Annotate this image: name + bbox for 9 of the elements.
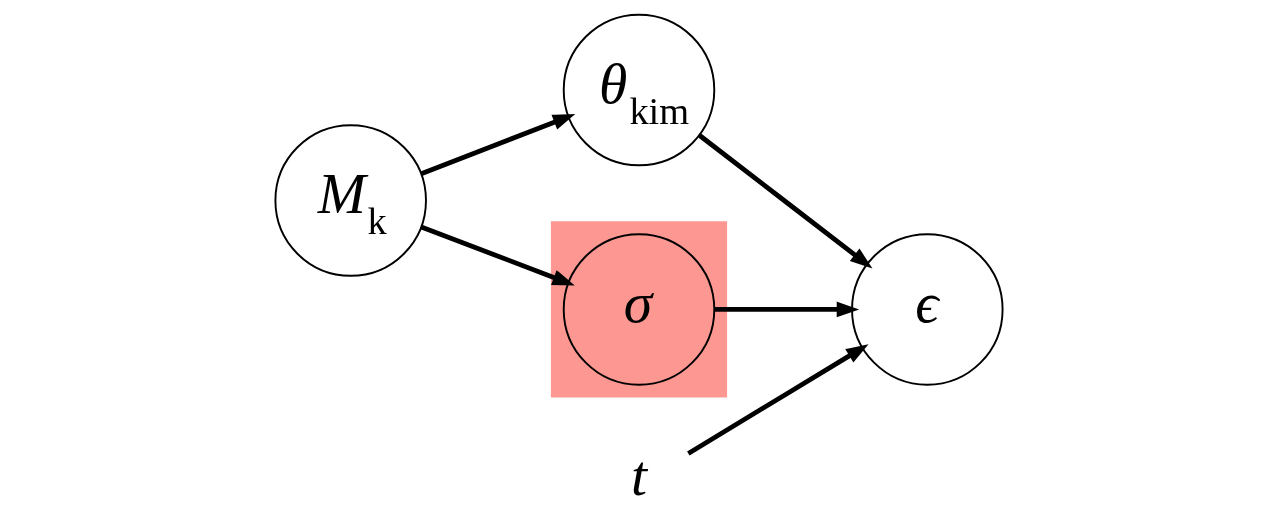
arrow xyxy=(697,133,872,269)
node-circle: M$_{k}$ xyxy=(273,124,427,277)
node-circle: σ xyxy=(562,233,715,386)
arrow xyxy=(419,224,575,286)
node-text: t xyxy=(630,443,647,507)
arrow xyxy=(686,344,869,456)
arrow xyxy=(419,114,575,177)
node-circle: θ$_{kim}$ xyxy=(562,13,715,167)
arrow xyxy=(714,301,859,318)
